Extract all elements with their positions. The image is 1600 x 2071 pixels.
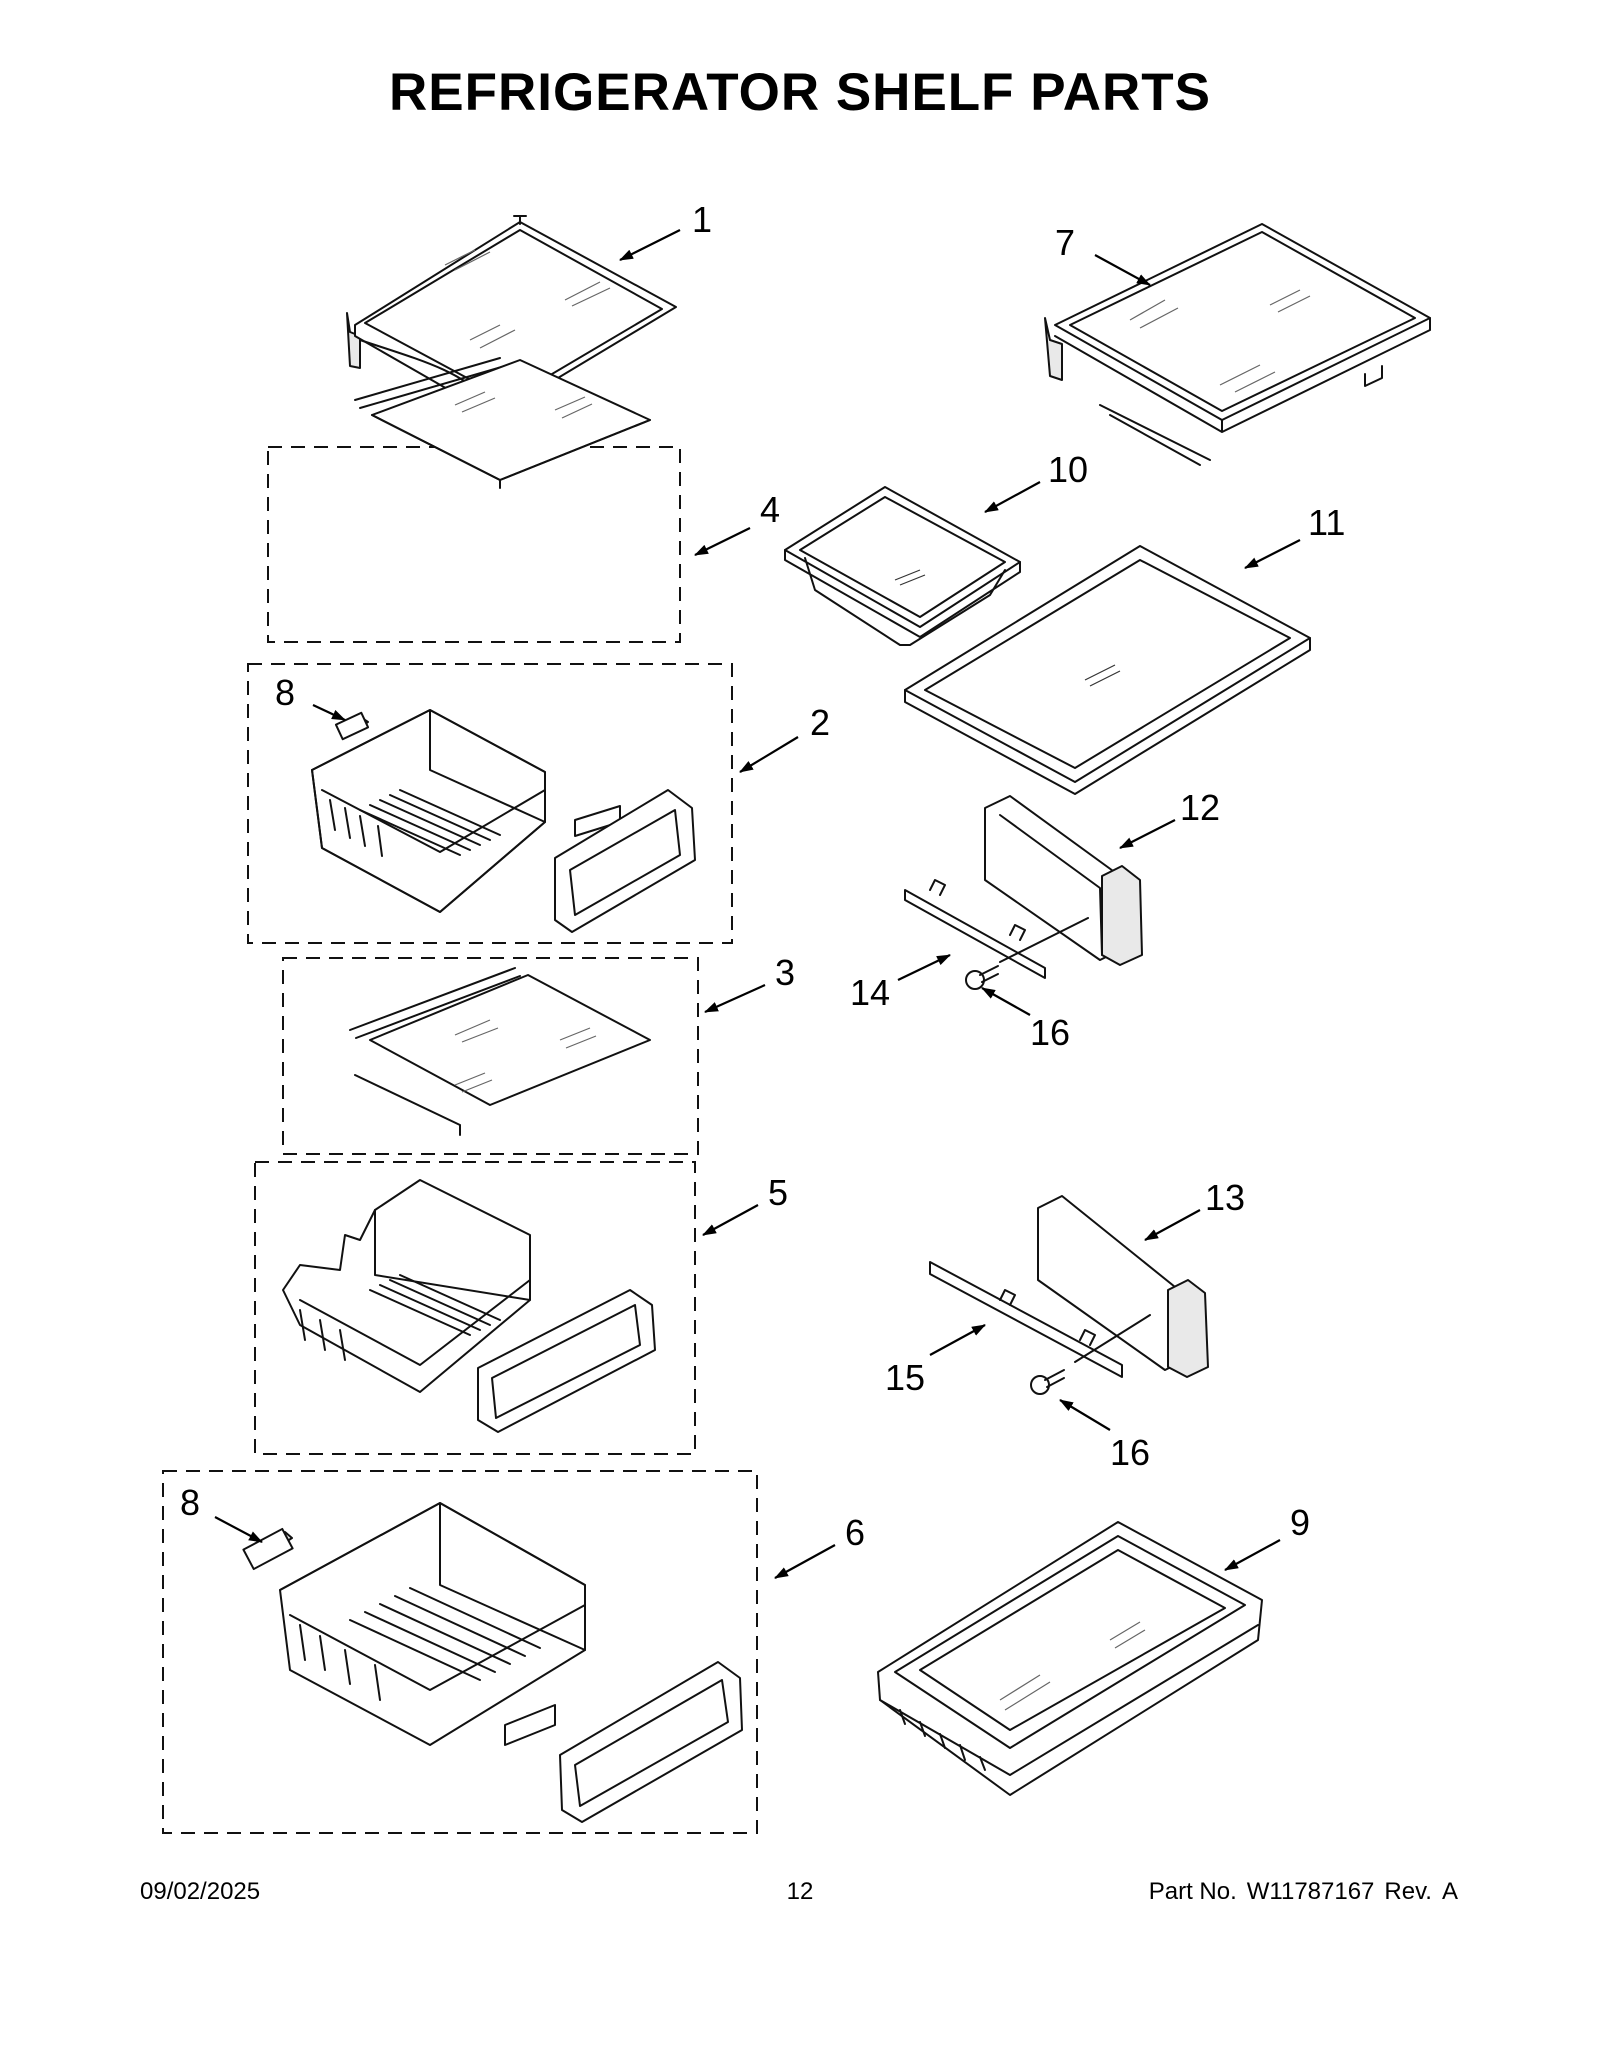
callout-12: 12 — [1180, 787, 1220, 828]
part-2-crisper-front — [554, 789, 696, 933]
group-box-2 — [247, 663, 733, 944]
callout-10: 10 — [1048, 449, 1088, 490]
part-3-glass-shelf — [349, 967, 651, 1136]
part-11-tray — [904, 545, 1311, 795]
part-16-upper-screw — [965, 965, 999, 990]
part-14-slide — [904, 879, 1089, 979]
callout-9: 9 — [1290, 1502, 1310, 1543]
part-label: Part No. — [1148, 1878, 1237, 1905]
part-16-lower-screw — [1030, 1369, 1065, 1395]
callout-16-lower: 16 — [1110, 1432, 1150, 1473]
page-title: REFRIGERATOR SHELF PARTS — [389, 63, 1211, 122]
footer-date: 09/02/2025 — [140, 1878, 261, 1905]
callout-8-lower: 8 — [180, 1482, 200, 1523]
part-5-front — [477, 1289, 656, 1433]
callout-4: 4 — [760, 489, 780, 530]
callout-8-upper: 8 — [275, 672, 295, 713]
part-9-drawer-tray — [877, 1521, 1263, 1796]
callout-14: 14 — [850, 972, 890, 1013]
callout-2: 2 — [810, 702, 830, 743]
part-2-crisper-bin — [311, 709, 546, 913]
part-5-bin — [282, 1179, 531, 1393]
part-4-glass-shelf — [354, 357, 651, 489]
part-number: W11787167 — [1246, 1878, 1375, 1905]
rev-value: A — [1441, 1878, 1458, 1905]
part-6-crisper-bin — [279, 1502, 586, 1746]
callout-15: 15 — [885, 1357, 925, 1398]
group-box-6 — [162, 1470, 758, 1834]
part-15-slide — [929, 1261, 1151, 1378]
part-13-divider — [1037, 1195, 1209, 1378]
leader-arrows — [214, 229, 1301, 1579]
callout-7: 7 — [1055, 222, 1075, 263]
callout-3: 3 — [775, 952, 795, 993]
part-12-divider — [984, 795, 1143, 966]
callout-16-upper: 16 — [1030, 1012, 1070, 1053]
callout-13: 13 — [1205, 1177, 1245, 1218]
part-6-crisper-front — [504, 1661, 743, 1823]
callout-11: 11 — [1308, 502, 1345, 543]
group-box-5 — [254, 1161, 696, 1455]
part-7-glass-shelf — [1044, 223, 1431, 466]
rev-label: Rev. — [1384, 1878, 1432, 1905]
footer-part-info: Part No. W11787167 Rev. A — [1139, 1878, 1458, 1906]
callout-1: 1 — [692, 199, 712, 240]
group-box-4 — [267, 446, 681, 643]
part-8-lower-filter — [242, 1527, 294, 1571]
callout-5: 5 — [768, 1172, 788, 1213]
part-10-tray — [784, 486, 1021, 646]
group-box-3 — [282, 957, 699, 1155]
part-8-upper-filter — [334, 711, 370, 741]
footer-page-number: 12 — [786, 1878, 814, 1905]
callout-6: 6 — [845, 1512, 865, 1553]
